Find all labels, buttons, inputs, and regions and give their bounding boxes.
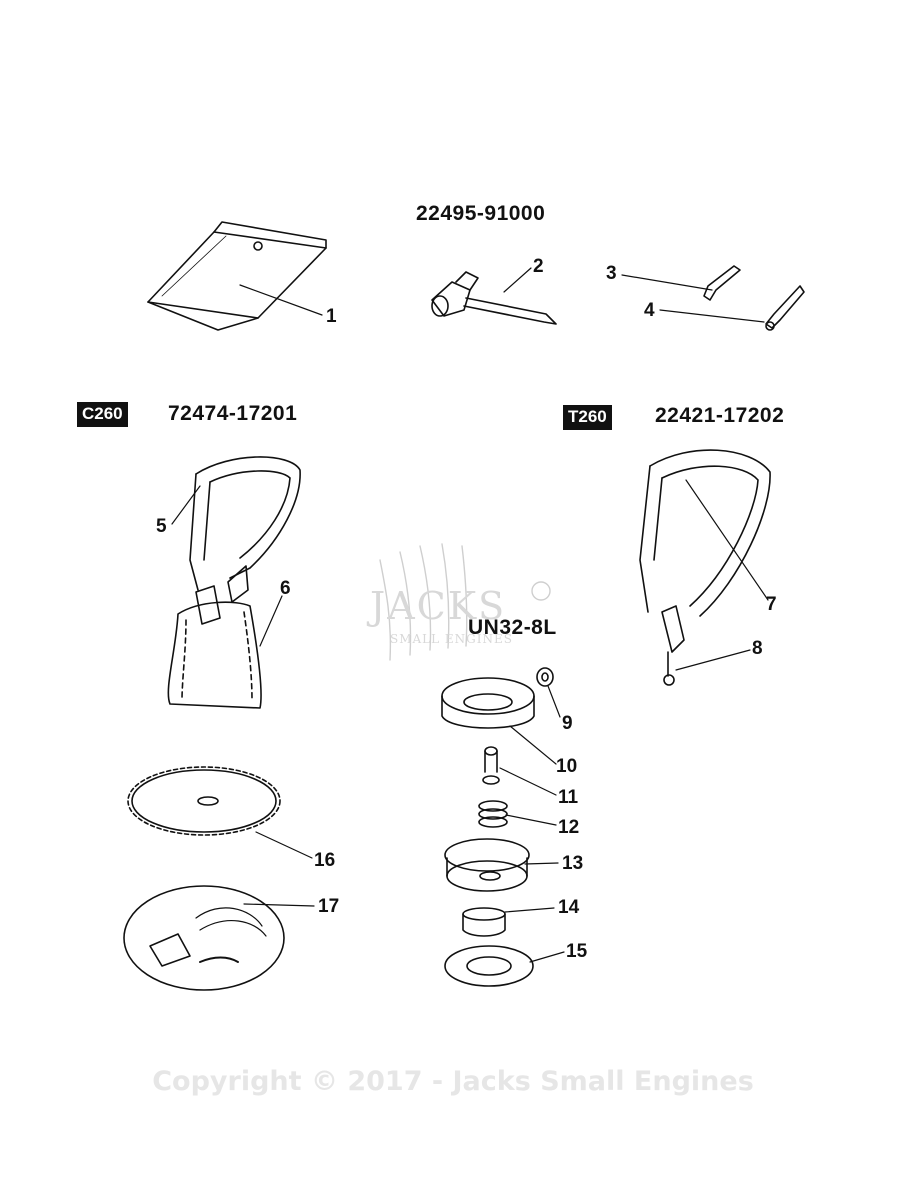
callout-14: 14: [558, 897, 580, 918]
part-15-cover: [444, 945, 534, 987]
model-badge-c260: C260: [77, 402, 128, 427]
part-5-c260-harness: [189, 456, 301, 603]
callout-17: 17: [318, 896, 340, 917]
kit-label-c260: 72474-17201: [168, 402, 298, 425]
part-9-nut: [536, 667, 554, 687]
part-6-hip-pad: [167, 585, 262, 709]
model-badge-t260: T260: [563, 405, 612, 430]
callout-6: 6: [280, 578, 291, 599]
part-12-spring: [478, 800, 508, 828]
callout-13: 13: [562, 853, 584, 874]
kit-label-head: UN32-8L: [468, 616, 557, 639]
callout-10: 10: [556, 756, 578, 777]
part-3-hex-key: [703, 265, 741, 301]
leader-lines: [171, 267, 769, 963]
callout-3: 3: [606, 263, 617, 284]
callout-4: 4: [644, 300, 655, 321]
part-14-collar: [462, 907, 506, 937]
part-11-bolt: [482, 746, 500, 785]
part-2-plug-wrench: [431, 271, 557, 325]
callout-11: 11: [558, 787, 579, 808]
kit-label-tools: 22495-91000: [416, 202, 546, 225]
callout-2: 2: [533, 256, 544, 277]
callout-1: 1: [326, 306, 337, 327]
copyright-notice: Copyright © 2017 - Jacks Small Engines: [152, 1066, 754, 1097]
watermark-logo: [379, 543, 551, 661]
callout-8: 8: [752, 638, 763, 659]
part-7-t260-harness: [639, 449, 771, 617]
part-13-spool: [444, 838, 530, 892]
kit-label-t260: 22421-17202: [655, 404, 785, 427]
part-8-hanger: [661, 605, 685, 686]
part-4-screwdriver: [765, 285, 805, 331]
callout-16: 16: [314, 850, 336, 871]
callout-12: 12: [558, 817, 580, 838]
callout-15: 15: [566, 941, 588, 962]
part-1-manual: [147, 221, 327, 331]
callout-9: 9: [562, 713, 573, 734]
part-16-saw-blade: [127, 766, 281, 836]
callout-7: 7: [766, 594, 777, 615]
callout-5: 5: [156, 516, 167, 537]
watermark-brand: JACKS: [370, 584, 507, 628]
watermark-tagline: SMALL ENGINES: [390, 632, 513, 646]
part-10-head-cap: [441, 677, 535, 729]
part-17-guard-disc: [123, 885, 285, 991]
